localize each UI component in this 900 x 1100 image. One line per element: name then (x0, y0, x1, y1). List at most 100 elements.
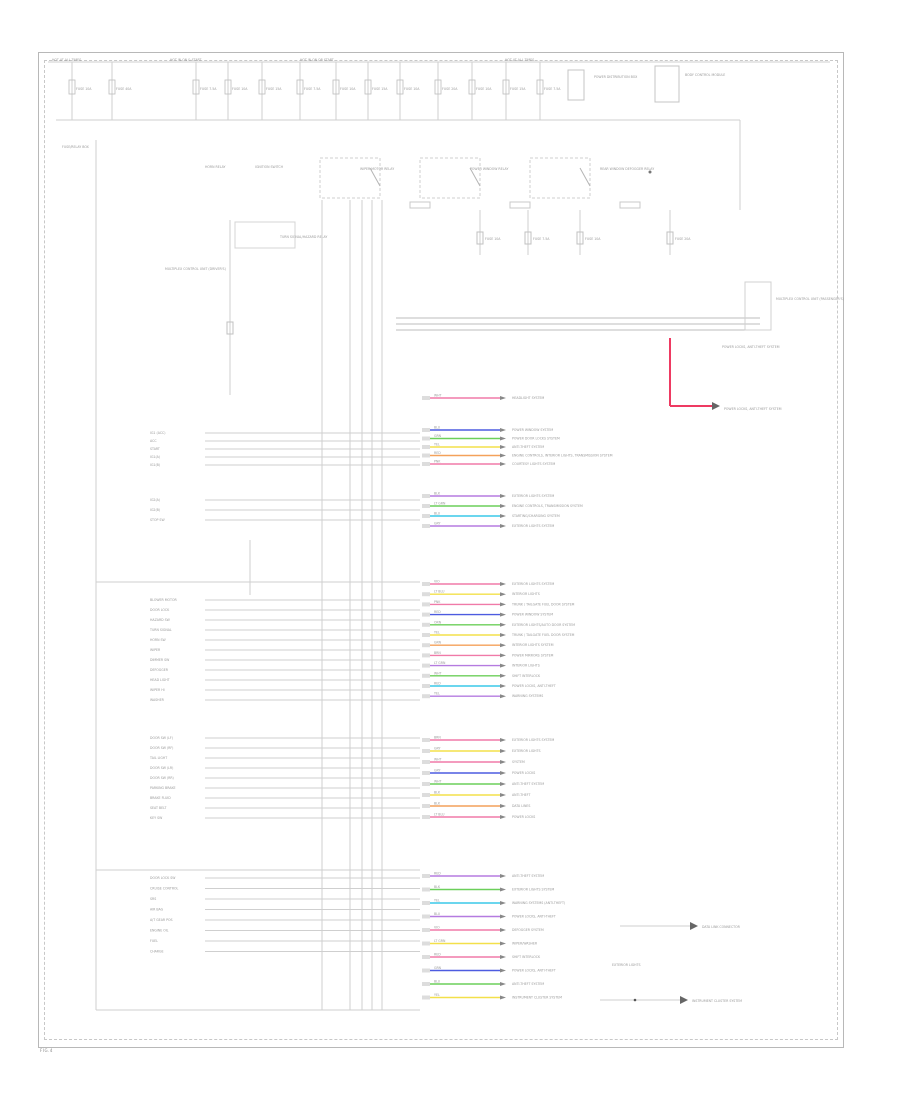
fuse-symbol (396, 79, 404, 95)
destination-label: SHIFT INTERLOCK (512, 674, 541, 678)
arrow-head (500, 524, 506, 528)
wire-color-code: GRY (434, 769, 440, 773)
fuse-symbol (364, 79, 372, 95)
destination-label: POWER DOOR LOCKS SYSTEM (512, 437, 560, 441)
arrow-head (712, 402, 720, 410)
wire-color-code: LT BLU (434, 590, 445, 594)
arrow-head (500, 804, 506, 808)
arrow-head (500, 514, 506, 518)
arrow-head (500, 643, 506, 648)
fuse-label: FUSE 7.5A (304, 87, 321, 91)
fuse-symbol (224, 79, 232, 95)
wire-color-code: WHT (434, 780, 442, 784)
destination-label: EXTERIOR LIGHTS SYSTEM (512, 524, 555, 528)
wire-stub (422, 514, 430, 518)
wire-stub (422, 494, 430, 498)
fuse-label: FUSE 15A (266, 87, 282, 91)
wire-color-code: WHT (434, 394, 442, 398)
wire-stub (422, 914, 430, 919)
input-label: IG1(B) (150, 463, 160, 467)
fuse-label: FUSE 10A (476, 87, 492, 91)
wire-stub (422, 504, 430, 508)
wire-stub (422, 622, 430, 627)
input-label: HORN SW (150, 638, 167, 642)
fuse-symbol (666, 231, 674, 245)
arrow-head (500, 995, 506, 1000)
arrow-head (500, 582, 506, 586)
arrow-head (500, 782, 506, 786)
input-label: A/T GEAR POS (150, 918, 173, 922)
module-label: REAR WINDOW DEFOGGER RELAY (600, 167, 654, 171)
module-label: MULTIPLEX CONTROL UNIT (DRIVER'S) (165, 267, 226, 271)
wire-stub (422, 673, 430, 678)
diagram-frame (38, 52, 844, 1048)
destination-label: ANTI-THEFT SYSTEM (512, 982, 544, 986)
module-label: POWER WINDOW RELAY (470, 167, 508, 171)
wire-color-code: PNK (434, 600, 441, 604)
destination-label: INTERIOR LIGHTS SYSTEM (512, 643, 554, 647)
input-label: ENGINE OIL (150, 929, 169, 933)
fuse-symbol (524, 231, 532, 245)
wire-color-code: LT BLU (434, 813, 445, 817)
arrow-head (500, 793, 506, 797)
arrow-head (500, 612, 506, 617)
fuse-label: FUSE 20A (675, 237, 691, 241)
input-label: KEY SW (150, 816, 163, 820)
destination-label: EXTERIOR LIGHTS SYSTEM (512, 738, 555, 742)
arrow-head (500, 760, 506, 764)
wire-color-code: BRN (434, 651, 441, 655)
wire-color-code: VIO (434, 926, 440, 930)
relay-box (654, 65, 680, 103)
fuse-symbol (434, 79, 442, 95)
wire-stub (422, 633, 430, 637)
arrow-head (500, 914, 506, 919)
input-label: HAZARD SW (150, 618, 171, 622)
input-label: START (150, 447, 160, 451)
input-label: IG2(A) (150, 498, 160, 502)
fuse-symbol (108, 79, 116, 95)
input-label: HEAD LIGHT (150, 678, 170, 682)
destination-label: ANTI-THEFT SYSTEM (512, 445, 544, 449)
fuse-symbol (258, 79, 266, 95)
destination-label: DEFOGGER SYSTEM (512, 928, 544, 932)
fuse-label: FUSE 15A (510, 87, 526, 91)
fuse-label: FUSE 7.5A (533, 237, 550, 241)
destination-label: TRUNK / TAILGATE FUEL DOOR SYSTEM (511, 633, 575, 637)
destination-label: EXTERIOR LIGHTS SYSTEM (512, 888, 555, 892)
fuse-label: FUSE 10A (404, 87, 420, 91)
input-label: BRAKE FLUID (150, 796, 171, 800)
arrow-head (500, 982, 506, 986)
arrow-head (500, 738, 506, 742)
destination-label: POWER MIRRORS SYSTEM (512, 653, 554, 657)
input-label: TAIL LIGHT (149, 756, 167, 760)
wire-color-code: WHT (434, 758, 442, 762)
wire-color-code: RED (434, 872, 441, 876)
destination-label: ANTI-THEFT SYSTEM (512, 874, 544, 878)
arrow-head (500, 494, 506, 498)
wire-stub (422, 663, 430, 668)
wire-stub (422, 782, 430, 786)
input-label: CHARGE (150, 950, 164, 954)
relay-outline (319, 157, 381, 199)
input-label: PARKING BRAKE (150, 786, 176, 790)
fuse-label: FUSE 10A (232, 87, 248, 91)
highlighted-circuit: POWER LOCKS, ANTI-THEFT SYSTEM (669, 338, 782, 411)
destination-label: WARNING SYSTEMS (512, 694, 543, 698)
wire-color-code: ORN (434, 620, 442, 624)
relay-contact (369, 167, 381, 187)
destination-label: POWER LOCKS (512, 815, 535, 819)
wire-color-code: LT GRN (434, 939, 446, 943)
destination-label: EXTERIOR LIGHTS (512, 749, 541, 753)
input-label: CRUISE CONTROL (150, 887, 179, 891)
wire-color-code: BRN (434, 736, 441, 740)
module-label: TURN SIGNAL/HAZARD RELAY (279, 235, 327, 239)
input-label: SEAT BELT (150, 806, 166, 810)
module-label: POWER DISTRIBUTION BOX (594, 75, 638, 79)
wire-stub (422, 453, 430, 458)
relay-coil (509, 201, 531, 209)
fuse-label: FUSE 10A (340, 87, 356, 91)
bus-label: HOT IN ON OR START (300, 58, 334, 62)
wire-stub (422, 582, 430, 586)
